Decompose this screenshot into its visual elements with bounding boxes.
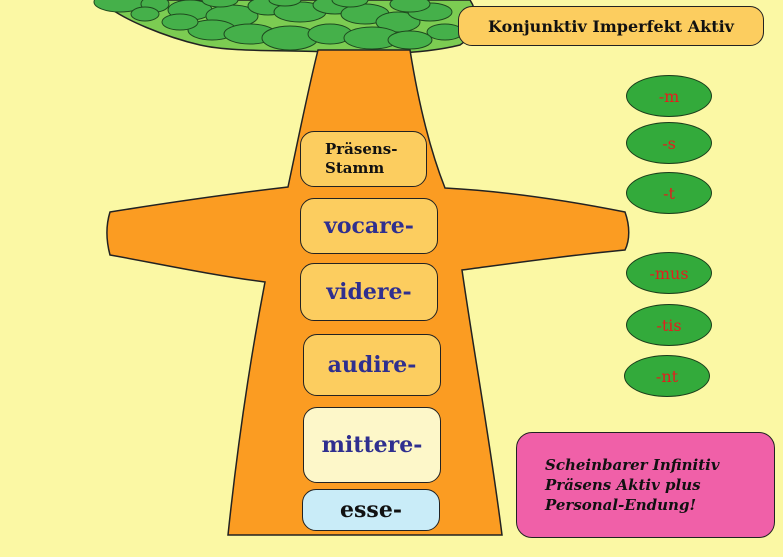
leaf — [201, 0, 239, 8]
ending-tis: -tis — [626, 304, 712, 346]
stem-header-line-1: Präsens- — [325, 140, 398, 158]
page-title: Konjunktiv Imperfekt Aktiv — [458, 6, 764, 46]
note-line-1: Scheinbarer Infinitiv — [545, 456, 720, 474]
ending-s: -s — [626, 122, 712, 164]
ending-mus: -mus — [626, 252, 712, 294]
leaf — [331, 0, 369, 8]
leaf — [268, 0, 302, 7]
leaf — [389, 0, 431, 13]
note-line-2: Präsens Aktiv plus — [545, 476, 701, 494]
stem-box-audire: audire- — [303, 334, 441, 396]
leaf — [161, 13, 199, 31]
stem-header-box: Präsens- Stamm — [300, 131, 427, 187]
stem-box-vocare: vocare- — [300, 198, 438, 254]
tree-leaves — [93, 0, 464, 51]
ending-nt: -nt — [624, 355, 710, 397]
leaf — [130, 6, 160, 22]
stem-box-videre: videre- — [300, 263, 438, 321]
stem-header-line-2: Stamm — [325, 159, 385, 177]
note-line-3: Personal-Endung! — [545, 496, 697, 514]
leaf — [387, 30, 433, 50]
stem-box-esse: esse- — [302, 489, 440, 531]
note-box: Scheinbarer Infinitiv Präsens Aktiv plus… — [516, 432, 775, 538]
ending-t: -t — [626, 172, 712, 214]
stem-box-mittere: mittere- — [303, 407, 441, 483]
ending-m: -m — [626, 75, 712, 117]
